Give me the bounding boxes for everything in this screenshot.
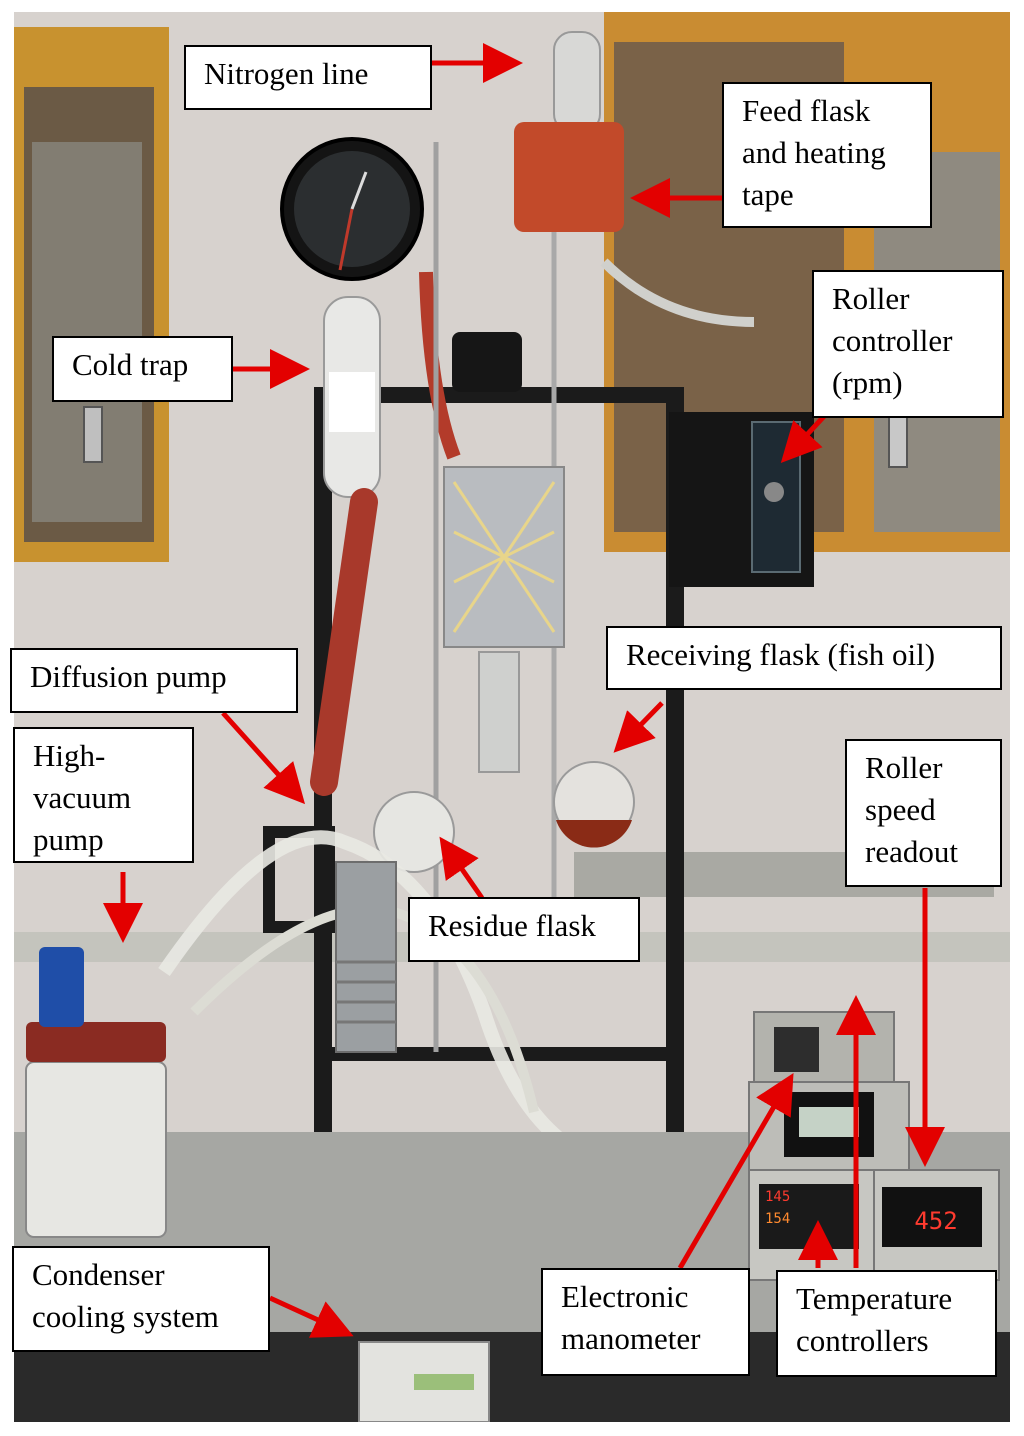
label-receiving-flask: Receiving flask (fish oil)	[606, 626, 1002, 690]
arrow-electronic-manometer	[677, 1073, 794, 1270]
label-roller-speed-readout: Roller speed readout	[845, 739, 1002, 887]
arrow-diffusion-pump	[221, 711, 306, 805]
label-roller-controller: Roller controller (rpm)	[812, 270, 1004, 418]
label-high-vacuum-pump: High- vacuum pump	[13, 727, 194, 863]
label-diffusion-pump: Diffusion pump	[10, 648, 298, 713]
label-nitrogen-line: Nitrogen line	[184, 45, 432, 110]
temperature-display-top: 145	[765, 1189, 791, 1205]
label-electronic-manometer: Electronic manometer	[541, 1268, 750, 1376]
diffusion-pump-body	[335, 861, 397, 1053]
label-feed-flask: Feed flask and heating tape	[722, 82, 932, 228]
temperature-display-bottom: 154	[765, 1211, 791, 1227]
motor-cap	[452, 332, 522, 392]
label-temperature-controllers: Temperature controllers	[776, 1270, 997, 1377]
arrow-residue-flask	[439, 836, 485, 900]
label-condenser-cooling: Condenser cooling system	[12, 1246, 270, 1352]
label-residue-flask: Residue flask	[408, 897, 640, 962]
arrow-receiving-flask	[613, 701, 664, 753]
heating-tape	[514, 122, 624, 232]
roller-speed-display: 452	[914, 1207, 958, 1235]
arrow-condenser-cooling	[268, 1295, 354, 1338]
label-cold-trap: Cold trap	[52, 336, 233, 402]
arrow-roller-controller	[780, 410, 830, 464]
residue-flask-glass	[373, 791, 455, 873]
